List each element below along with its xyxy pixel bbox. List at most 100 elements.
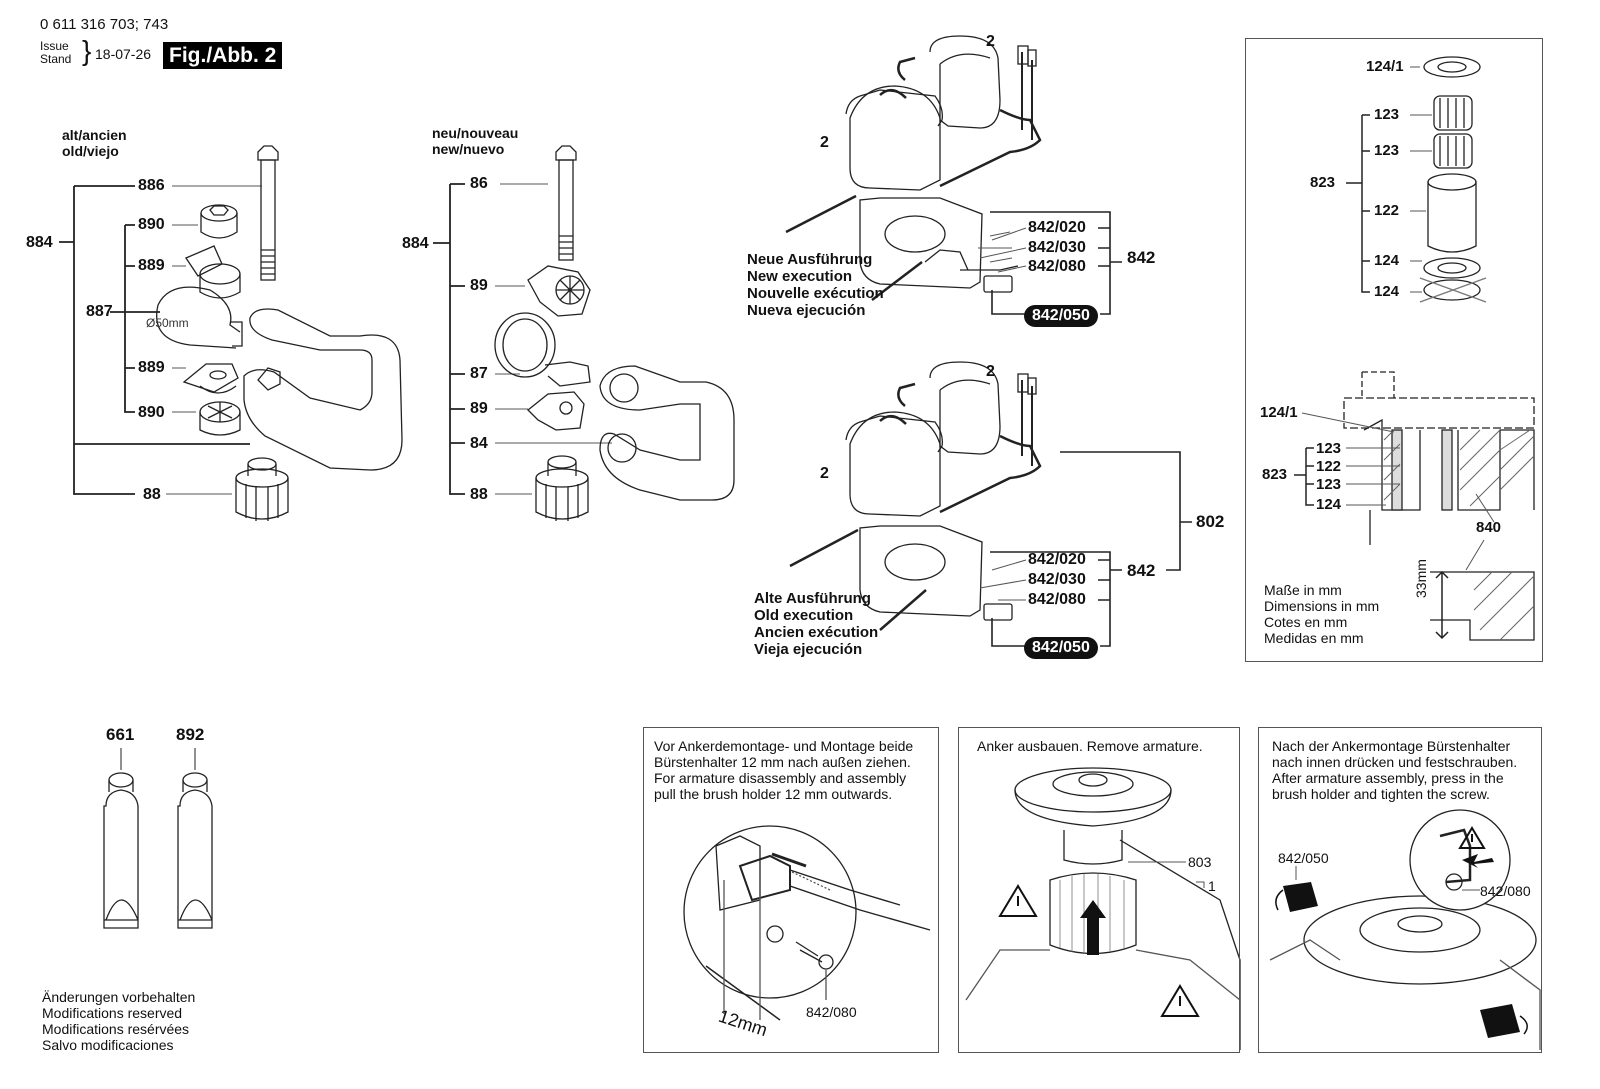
part-label-842-020[interactable]: 842/020 xyxy=(1028,551,1086,568)
part-label-842-080[interactable]: 842/080 xyxy=(1028,258,1086,275)
field-old-drawing xyxy=(789,361,1042,631)
part-label-842-080[interactable]: 842/080 xyxy=(806,1004,857,1020)
bearing-section xyxy=(1343,371,1535,641)
part-numbers: 0 611 316 703; 743 xyxy=(40,16,169,33)
part-label-122[interactable]: 122 xyxy=(1316,458,1342,475)
dimension-33mm: 33mm xyxy=(1413,559,1429,598)
new-handle-leaders xyxy=(433,183,465,495)
part-label-124[interactable]: 124 xyxy=(1316,496,1342,513)
part-label-823[interactable]: 823 xyxy=(1262,466,1288,483)
bearing-exploded xyxy=(1419,56,1487,303)
part-label-803[interactable]: 803 xyxy=(1188,854,1212,870)
part-label-123[interactable]: 123 xyxy=(1316,440,1342,457)
instruction-1-drawing xyxy=(683,825,931,1021)
part-badge-842-050[interactable]: 842/050 xyxy=(1024,637,1098,659)
part-label-890[interactable]: 890 xyxy=(138,404,165,421)
issue-label-de: Stand xyxy=(40,52,72,66)
bearing-exploded-leaders xyxy=(1346,114,1370,293)
part-label-2[interactable]: 2 xyxy=(986,33,995,50)
part-label-823[interactable]: 823 xyxy=(1310,174,1336,191)
part-label-661[interactable]: 661 xyxy=(106,725,135,744)
part-label-842-030[interactable]: 842/030 xyxy=(1028,239,1086,256)
new-handle-pointers xyxy=(495,183,612,495)
part-label-88[interactable]: 88 xyxy=(143,486,161,503)
figure-tag: Fig./Abb. 2 xyxy=(163,42,283,70)
new-knob-88 xyxy=(535,455,589,521)
part-label-840[interactable]: 840 xyxy=(1476,519,1502,536)
part-label-89[interactable]: 89 xyxy=(470,400,488,417)
bearing-panel xyxy=(1245,38,1543,662)
instruction-panel-brush-holder-pull xyxy=(643,727,939,1053)
part-label-123[interactable]: 123 xyxy=(1374,142,1400,159)
part-label-884[interactable]: 884 xyxy=(26,234,53,251)
instruction-2-drawing xyxy=(965,767,1241,1050)
field-new-leaders xyxy=(990,211,1122,315)
part-label-886[interactable]: 886 xyxy=(138,177,165,194)
old-clamp-889a xyxy=(185,245,241,299)
part-label-842-080[interactable]: 842/080 xyxy=(1028,591,1086,608)
new-band-87 xyxy=(494,312,591,387)
old-clamp-889b xyxy=(182,363,239,394)
issue-label-en: Issue xyxy=(40,39,69,53)
part-label-892[interactable]: 892 xyxy=(176,725,205,744)
part-label-84[interactable]: 84 xyxy=(470,435,488,452)
part-label-887[interactable]: 887 xyxy=(86,303,113,320)
part-label-842[interactable]: 842 xyxy=(1127,561,1156,580)
old-band xyxy=(156,286,243,349)
new-clamp-89a xyxy=(527,265,591,317)
part-label-2[interactable]: 2 xyxy=(820,465,829,482)
armature-up-arrow xyxy=(1080,900,1106,955)
brush-block-right xyxy=(1480,1004,1520,1038)
part-label-1[interactable]: 1 xyxy=(1208,878,1216,894)
new-bolt-86 xyxy=(555,145,577,261)
part-label-884[interactable]: 884 xyxy=(402,235,429,252)
old-nut-890a xyxy=(200,204,238,239)
brush-block-left xyxy=(1283,882,1318,912)
part-label-124[interactable]: 124 xyxy=(1374,283,1400,300)
part-badge-842-050[interactable]: 842/050 xyxy=(1024,305,1098,327)
field-old-leaders xyxy=(990,451,1192,647)
part-label-124-1[interactable]: 124/1 xyxy=(1260,404,1298,421)
part-label-842-030[interactable]: 842/030 xyxy=(1028,571,1086,588)
part-label-89[interactable]: 89 xyxy=(470,277,488,294)
part-label-842-020[interactable]: 842/020 xyxy=(1028,219,1086,236)
part-label-889[interactable]: 889 xyxy=(138,359,165,376)
part-label-2[interactable]: 2 xyxy=(986,363,995,380)
part-label-122[interactable]: 122 xyxy=(1374,202,1400,219)
part-label-124[interactable]: 124 xyxy=(1374,252,1400,269)
part-label-889[interactable]: 889 xyxy=(138,257,165,274)
new-clamp-89b xyxy=(527,391,585,431)
part-label-123[interactable]: 123 xyxy=(1374,106,1400,123)
part-label-842-050[interactable]: 842/050 xyxy=(1278,850,1329,866)
part-label-842[interactable]: 842 xyxy=(1127,248,1156,267)
old-handle-pointers xyxy=(166,185,262,495)
field-new-drawing xyxy=(785,35,1042,301)
warning-triangles-panel-2 xyxy=(998,884,1200,1017)
part-label-88[interactable]: 88 xyxy=(470,486,488,503)
grease-tubes xyxy=(103,748,213,929)
part-label-123[interactable]: 123 xyxy=(1316,476,1342,493)
part-label-802[interactable]: 802 xyxy=(1196,512,1225,531)
part-label-2[interactable]: 2 xyxy=(820,134,829,151)
diameter-label: Ø50mm xyxy=(146,316,189,330)
old-bolt-886 xyxy=(257,145,279,281)
part-label-86[interactable]: 86 xyxy=(470,175,488,192)
issue-date: 18-07-26 xyxy=(95,46,152,62)
bearing-section-leaders xyxy=(1294,447,1314,506)
old-knob-88 xyxy=(235,457,289,521)
part-label-124-1[interactable]: 124/1 xyxy=(1366,58,1404,75)
instruction-2-text: Anker ausbauen. Remove armature. xyxy=(977,738,1203,754)
instruction-panel-press-brush-holder xyxy=(1258,727,1542,1053)
instruction-panel-remove-armature xyxy=(958,727,1240,1053)
part-label-890[interactable]: 890 xyxy=(138,216,165,233)
brace: } xyxy=(82,35,92,66)
part-label-842-080[interactable]: 842/080 xyxy=(1480,883,1531,899)
part-label-87[interactable]: 87 xyxy=(470,365,488,382)
